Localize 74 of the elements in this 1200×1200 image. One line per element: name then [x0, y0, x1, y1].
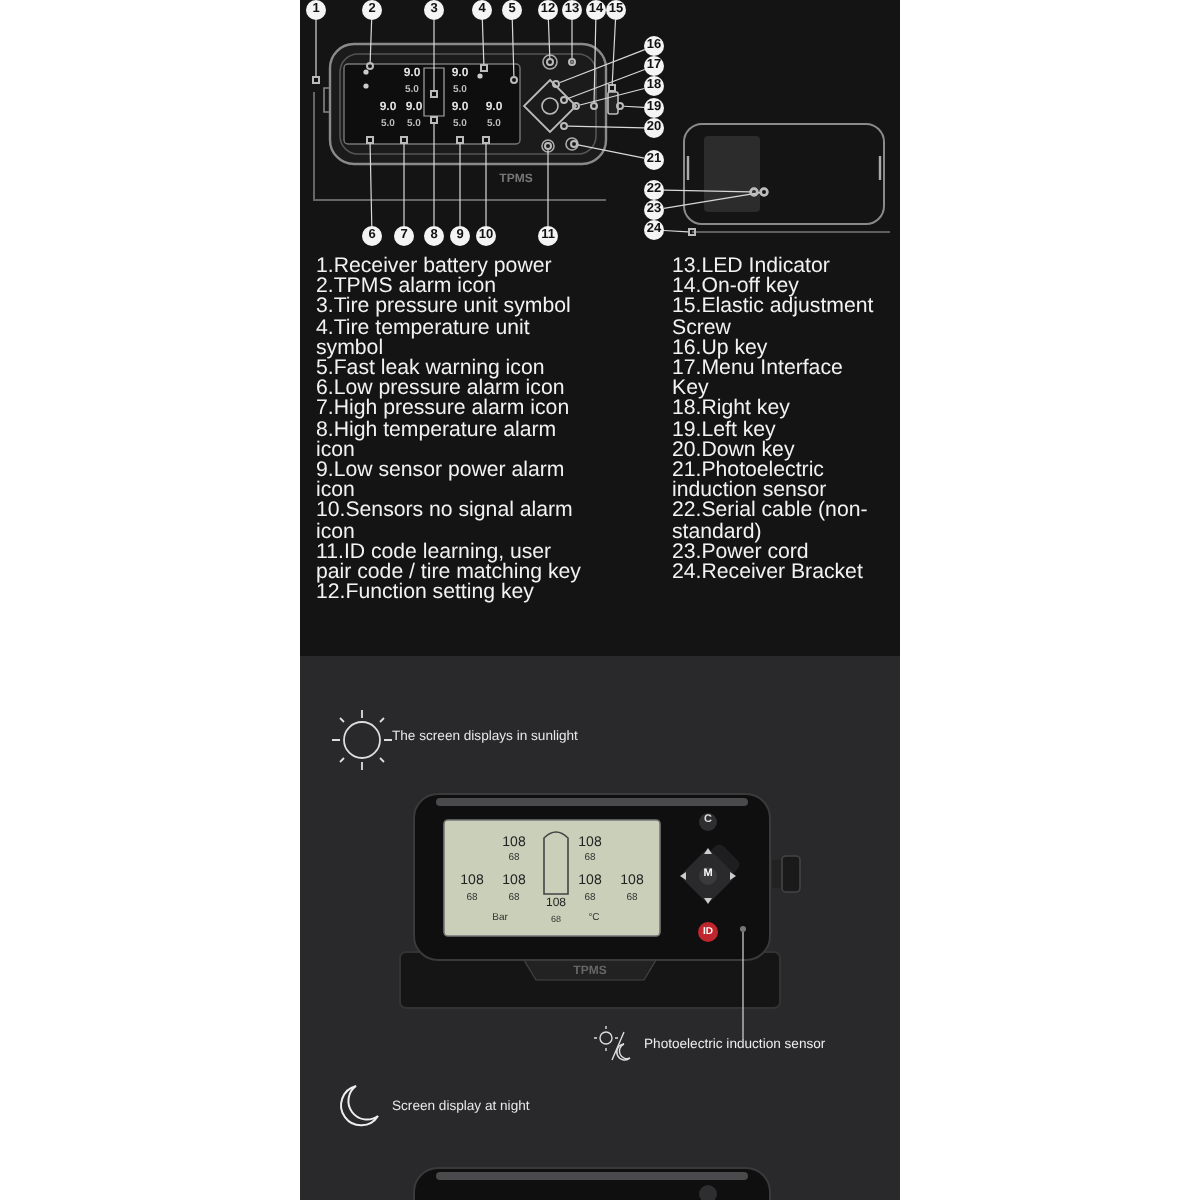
part-marker — [760, 188, 768, 196]
leader-line — [369, 143, 373, 227]
leader-line — [663, 229, 689, 233]
leader-line — [579, 87, 645, 106]
part-marker — [688, 228, 696, 236]
part-marker — [590, 102, 598, 110]
leader-line — [742, 931, 744, 1039]
list-item: 7.High pressure alarm icon — [316, 398, 572, 420]
leader-line — [459, 143, 461, 227]
list-item: 10.Sensors no signal alarm icon — [316, 500, 575, 542]
list-item: 12.Function setting key — [316, 582, 534, 603]
part-marker — [544, 142, 552, 150]
part-marker — [400, 136, 408, 144]
part-marker — [480, 64, 488, 72]
list-item: 17.Menu Interface Key — [672, 358, 845, 399]
part-marker — [608, 84, 616, 92]
leader-line — [315, 19, 317, 77]
leader-line — [547, 149, 549, 227]
leader-line — [623, 105, 645, 108]
part-marker — [750, 188, 758, 196]
leader-line — [481, 19, 485, 65]
leader-line — [567, 68, 646, 100]
part-marker — [456, 136, 464, 144]
list-item: 20.Down key — [672, 439, 795, 461]
part-marker — [568, 58, 576, 66]
list-item: 21.Photoelectric induction sensor — [672, 460, 827, 501]
part-marker — [570, 140, 578, 148]
leader-line — [571, 19, 573, 59]
list-item: 9.Low sensor power alarm icon — [316, 460, 565, 501]
part-marker — [482, 136, 490, 144]
leader-line — [369, 19, 373, 63]
part-marker — [560, 122, 568, 130]
leader-line — [663, 189, 751, 193]
part-marker — [430, 90, 438, 98]
part-marker — [510, 76, 518, 84]
leader-line — [593, 19, 597, 103]
part-marker — [366, 62, 374, 70]
part-marker — [572, 102, 580, 110]
leader-line — [559, 49, 646, 84]
list-item: 18.Right key — [672, 398, 792, 420]
leader-line — [547, 19, 551, 59]
list-item: 15.Elastic adjustment Screw — [672, 296, 876, 338]
list-item: 3.Tire pressure unit symbol — [316, 296, 573, 318]
list-item: 23.Power cord — [672, 541, 809, 563]
list-item: 8.High temperature alarm icon — [316, 419, 557, 461]
part-marker — [740, 926, 746, 932]
part-marker — [430, 116, 438, 124]
list-item: 1.Receiver battery power — [316, 256, 554, 277]
part-marker — [312, 76, 320, 84]
leader-line — [567, 125, 645, 129]
list-item: 11.ID code learning, user pair code / tire matching key — [316, 541, 583, 583]
leader-line — [403, 143, 405, 227]
list-item: 14.On-off key — [672, 276, 799, 297]
list-item: 22.Serial cable (non-standard) — [672, 500, 870, 542]
leader-line — [433, 123, 435, 227]
list-item: 5.Fast leak warning icon — [316, 358, 545, 379]
list-item: 4.Tire temperature unit symbol — [316, 317, 530, 359]
list-item: 16.Up key — [672, 337, 768, 359]
leader-line — [663, 192, 761, 209]
part-marker — [560, 96, 568, 104]
leader-line — [577, 144, 645, 159]
part-marker — [552, 80, 560, 88]
leader-line — [485, 143, 487, 227]
leader-line — [511, 19, 515, 77]
leader-line — [611, 19, 617, 85]
list-item: 13.LED Indicator — [672, 256, 832, 277]
part-marker — [616, 102, 624, 110]
part-marker — [546, 58, 554, 66]
list-item: 2.TPMS alarm icon — [316, 276, 497, 297]
list-item: 6.Low pressure alarm icon — [316, 378, 565, 399]
leader-line — [433, 19, 435, 91]
list-item: 24.Receiver Bracket — [672, 562, 865, 583]
part-marker — [366, 136, 374, 144]
list-item: 19.Left key — [672, 419, 776, 440]
